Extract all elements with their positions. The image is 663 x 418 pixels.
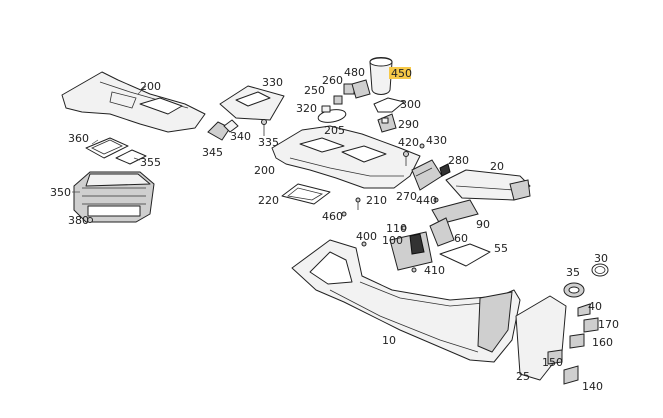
label-25: 25 — [516, 370, 530, 383]
label-270: 270 — [396, 190, 417, 203]
label-205: 205 — [324, 124, 345, 137]
label-100: 100 — [382, 234, 403, 247]
label-280: 280 — [448, 154, 469, 167]
part-60-bracket[interactable] — [429, 217, 455, 247]
part-270-bracket[interactable] — [411, 159, 443, 191]
part-40-cover[interactable] — [577, 303, 591, 317]
label-210: 210 — [366, 194, 387, 207]
label-220: 220 — [258, 194, 279, 207]
part-160-switch[interactable] — [569, 333, 585, 349]
part-410-screw[interactable] — [411, 267, 417, 273]
label-380: 380 — [68, 214, 89, 227]
part-20-armrest-lid[interactable] — [445, 169, 531, 201]
part-140-usb[interactable] — [563, 365, 579, 385]
label-345: 345 — [202, 146, 223, 159]
part-420-screw[interactable] — [403, 151, 409, 167]
label-170: 170 — [598, 318, 619, 331]
part-350-storage-unit[interactable] — [73, 171, 155, 223]
part-170-switch[interactable] — [583, 317, 599, 333]
label-250: 250 — [304, 84, 325, 97]
label-400: 400 — [356, 230, 377, 243]
part-100-shifter-unit[interactable] — [389, 231, 433, 271]
label-40: 40 — [588, 300, 602, 313]
label-260: 260 — [322, 74, 343, 87]
label-35: 35 — [566, 266, 580, 279]
label-410: 410 — [424, 264, 445, 277]
label-20: 20 — [490, 160, 504, 173]
label-460: 460 — [322, 210, 343, 223]
highlight-450-bg — [389, 67, 411, 79]
label-150: 150 — [542, 356, 563, 369]
label-320: 320 — [296, 102, 317, 115]
part-400-screw[interactable] — [361, 241, 367, 247]
label-420: 420 — [398, 136, 419, 149]
label-340: 340 — [230, 130, 251, 143]
label-110: 110 — [386, 222, 407, 235]
label-200-upper: 200 — [140, 80, 161, 93]
label-160: 160 — [592, 336, 613, 349]
part-35-socket[interactable] — [563, 282, 585, 298]
part-280-clip[interactable] — [439, 163, 451, 177]
part-330-tray[interactable] — [219, 85, 285, 121]
part-440-screw[interactable] — [433, 197, 439, 203]
part-360-mat[interactable] — [85, 137, 129, 159]
part-90-hinge[interactable] — [431, 199, 479, 225]
part-250-bulb[interactable] — [333, 95, 343, 105]
label-30: 30 — [594, 252, 608, 265]
label-300: 300 — [400, 98, 421, 111]
part-200-center-trim[interactable] — [271, 125, 421, 189]
label-480: 480 — [344, 66, 365, 79]
label-140: 140 — [582, 380, 603, 393]
part-480-switch[interactable] — [351, 79, 371, 99]
part-460-screw[interactable] — [341, 211, 347, 217]
label-90: 90 — [476, 218, 490, 231]
label-200-center: 200 — [254, 164, 275, 177]
part-110-screw[interactable] — [401, 225, 407, 231]
part-210-screw[interactable] — [355, 197, 361, 210]
label-355: 355 — [140, 156, 161, 169]
part-430-screw[interactable] — [419, 143, 425, 149]
label-290: 290 — [398, 118, 419, 131]
part-290-switch[interactable] — [377, 113, 397, 133]
label-450-highlighted[interactable]: 450 — [391, 67, 412, 80]
part-380-screw[interactable] — [87, 217, 93, 223]
part-205-cover[interactable] — [317, 108, 347, 125]
label-440: 440 — [416, 194, 437, 207]
label-335: 335 — [258, 136, 279, 149]
label-350: 350 — [50, 186, 71, 199]
part-55-lining[interactable] — [439, 243, 491, 267]
label-360: 360 — [68, 132, 89, 145]
part-150-button[interactable] — [547, 349, 563, 365]
label-10: 10 — [382, 334, 396, 347]
part-220-mat[interactable] — [281, 183, 331, 205]
label-55: 55 — [494, 242, 508, 255]
label-430: 430 — [426, 134, 447, 147]
part-335-pin[interactable] — [261, 119, 267, 137]
part-450-cup-holder[interactable] — [369, 57, 393, 95]
part-300-lid[interactable] — [373, 97, 405, 113]
part-30-ring[interactable] — [591, 263, 609, 277]
part-320-clip[interactable] — [321, 105, 331, 113]
label-60: 60 — [454, 232, 468, 245]
part-200-upper-trim[interactable] — [61, 71, 206, 133]
part-10-center-console[interactable] — [291, 239, 521, 363]
label-330: 330 — [262, 76, 283, 89]
part-355-mat[interactable] — [115, 149, 147, 165]
part-340-clip[interactable] — [207, 119, 239, 141]
